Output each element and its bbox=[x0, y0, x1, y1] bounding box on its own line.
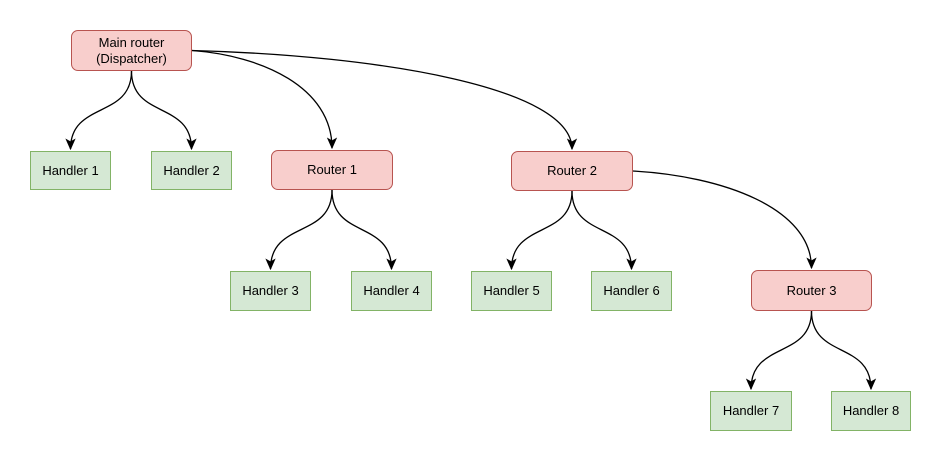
node-label: Router 3 bbox=[786, 282, 837, 298]
node-handler-1: Handler 1 bbox=[30, 151, 111, 190]
edge-main-router-to-handler-2 bbox=[130, 70, 197, 151]
node-label: Router 2 bbox=[547, 163, 597, 178]
edge-main-router-to-router-2 bbox=[191, 49, 578, 151]
node-router-2: Router 2 bbox=[511, 151, 633, 191]
node-label: Handler 2 bbox=[163, 162, 220, 178]
edge-router-1-to-handler-4 bbox=[331, 189, 397, 271]
node-handler-5: Handler 5 bbox=[471, 271, 552, 311]
node-label: Handler 7 bbox=[722, 403, 780, 418]
node-handler-3: Handler 3 bbox=[230, 271, 311, 311]
node-handler-2: Handler 2 bbox=[151, 151, 232, 190]
node-label: Handler 1 bbox=[42, 162, 99, 178]
node-label: (Dispatcher) bbox=[96, 50, 167, 66]
node-handler-8: Handler 8 bbox=[831, 391, 911, 431]
node-router-3: Router 3 bbox=[751, 270, 872, 311]
edge-router-2-to-handler-5 bbox=[506, 190, 573, 271]
node-label: Handler 5 bbox=[483, 283, 540, 298]
node-handler-6: Handler 6 bbox=[591, 271, 672, 311]
node-label: Main router bbox=[98, 34, 165, 50]
node-router-1: Router 1 bbox=[271, 150, 393, 190]
node-handler-4: Handler 4 bbox=[351, 271, 432, 311]
edge-main-router-to-handler-1 bbox=[65, 70, 133, 151]
edge-main-router-to-router-1 bbox=[191, 49, 338, 150]
edge-router-3-to-handler-7 bbox=[745, 310, 813, 391]
node-label: Handler 6 bbox=[603, 283, 660, 298]
node-label: Router 1 bbox=[307, 162, 357, 177]
node-main-router: Main router(Dispatcher) bbox=[71, 30, 192, 71]
edge-router-2-to-router-3 bbox=[632, 170, 817, 270]
node-label: Handler 4 bbox=[363, 283, 420, 298]
edge-router-2-to-handler-6 bbox=[571, 190, 637, 271]
node-label: Handler 8 bbox=[842, 403, 900, 418]
edge-router-1-to-handler-3 bbox=[265, 189, 333, 271]
node-label: Handler 3 bbox=[242, 283, 299, 298]
edge-router-3-to-handler-8 bbox=[810, 310, 877, 391]
node-handler-7: Handler 7 bbox=[710, 391, 792, 431]
